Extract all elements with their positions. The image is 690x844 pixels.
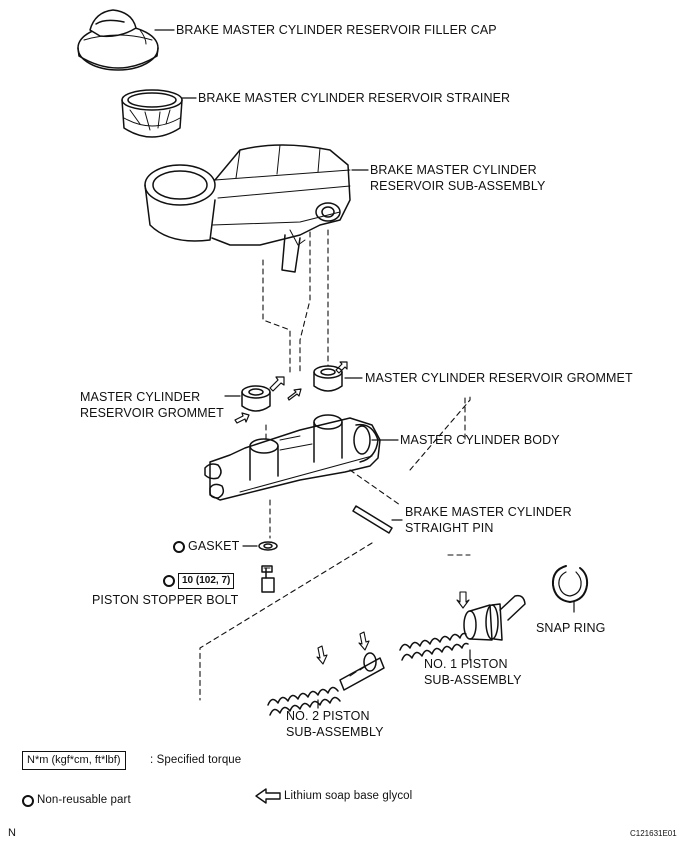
piston-stopper-bolt-illustration: [261, 565, 275, 593]
reservoir-illustration: [144, 144, 351, 273]
assembly-guide-lines: [199, 229, 471, 701]
piston-2-label-line1: NO. 2 PISTON: [286, 709, 370, 723]
legend-torque-box: N*m (kgf*cm, ft*lbf): [22, 751, 126, 770]
strainer-illustration: [121, 89, 183, 138]
torque-value-box: 10 (102, 7): [178, 573, 235, 589]
footer-left-mark: N: [8, 827, 17, 839]
snap-ring-label: SNAP RING: [536, 621, 606, 635]
grommet-right-label: MASTER CYLINDER RESERVOIR GROMMET: [365, 371, 633, 385]
legend-grease-text: Lithium soap base glycol: [284, 790, 413, 802]
nonreusable-mark-gasket: [173, 541, 185, 553]
grommet-left-illustration: [241, 385, 271, 412]
nonreusable-mark-bolt: [163, 575, 175, 587]
piston-1-label-line2: SUB-ASSEMBLY: [424, 673, 522, 687]
grommet-right-illustration: [313, 365, 343, 392]
gasket-label: GASKET: [188, 539, 240, 553]
piston-1-illustration: [399, 591, 526, 661]
strainer-label: BRAKE MASTER CYLINDER RESERVOIR STRAINER: [198, 91, 511, 105]
filler-cap-illustration: [77, 9, 159, 71]
grease-arrows-grommets: [234, 361, 348, 424]
grommet-left-label-line2: RESERVOIR GROMMET: [80, 406, 224, 420]
straight-pin-label-line2: STRAIGHT PIN: [405, 521, 494, 535]
piston-1-label-line1: NO. 1 PISTON: [424, 657, 508, 671]
snap-ring-illustration: [551, 565, 589, 603]
piston-2-label-line2: SUB-ASSEMBLY: [286, 725, 384, 739]
figure-code: C121631E01: [630, 829, 677, 838]
grease-arrow-legend-icon: [255, 788, 281, 804]
filler-cap-label: BRAKE MASTER CYLINDER RESERVOIR FILLER C…: [176, 23, 497, 37]
piston-2-illustration: [267, 631, 385, 716]
legend-nonreusable-text: Non-reusable part: [37, 794, 131, 806]
gasket-illustration: [258, 541, 278, 551]
legend-nonreusable-icon: [22, 795, 34, 807]
straight-pin-illustration: [352, 505, 393, 534]
body-label: MASTER CYLINDER BODY: [400, 433, 560, 447]
reservoir-label-line2: RESERVOIR SUB-ASSEMBLY: [370, 179, 546, 193]
grommet-left-label-line1: MASTER CYLINDER: [80, 390, 201, 404]
stopper-bolt-label: PISTON STOPPER BOLT: [92, 593, 239, 607]
master-cylinder-body-illustration: [204, 414, 381, 501]
reservoir-label-line1: BRAKE MASTER CYLINDER: [370, 163, 537, 177]
legend-torque-text: : Specified torque: [150, 754, 242, 766]
straight-pin-label-line1: BRAKE MASTER CYLINDER: [405, 505, 572, 519]
